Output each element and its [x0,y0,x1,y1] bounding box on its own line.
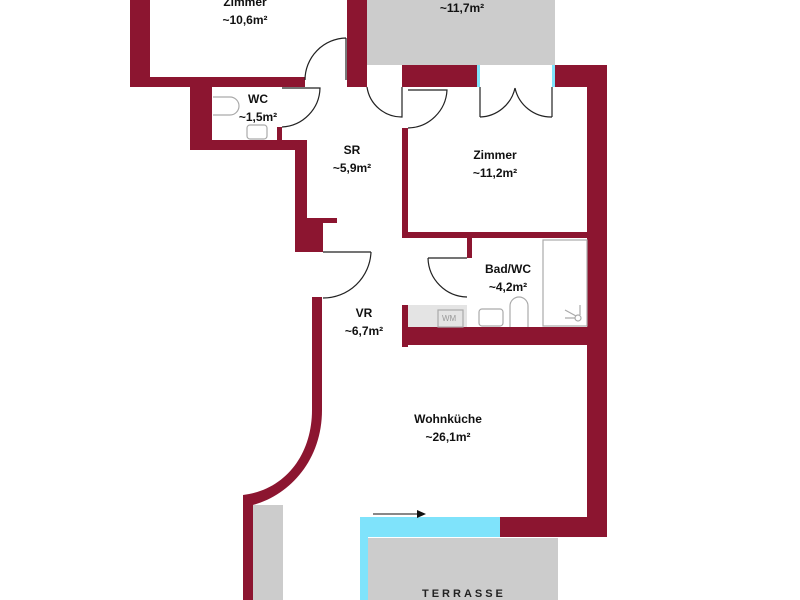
room-label-zimmer-2: Zimmer~11,2m² [472,148,518,180]
terrace-area [368,538,558,600]
window-right [552,65,555,87]
wm-label: WM [442,314,457,323]
room-label-balcony: ~11,7m² [439,1,485,15]
room-label-bad-wc: Bad/WC~4,2m² [485,262,531,294]
bath-toilet-icon [509,296,529,327]
window-terrace [360,517,500,537]
washing-machine-icon [437,309,464,328]
sink-icon [246,124,268,140]
bathtub [542,239,588,327]
toilet-icon [213,96,240,116]
room-label-zimmer-1: Zimmer~10,6m² [222,0,268,27]
bath-sink-icon [478,308,504,327]
room-label-wc: WC~1,5m² [238,92,278,124]
balcony-top [367,0,555,65]
room-label-wohnkueche: Wohnküche~26,1m² [414,412,482,444]
storage-strip [253,505,283,600]
window-left [477,65,480,87]
room-label-sr: SR~5,9m² [332,143,372,175]
doors [281,37,553,299]
walls [130,0,607,600]
room-label-vr: VR~6,7m² [344,306,384,338]
window-terrace-side [360,517,368,600]
entrance-arrow [373,510,426,518]
terrace-label: TERRASSE [422,588,506,600]
fixtures [213,96,588,328]
